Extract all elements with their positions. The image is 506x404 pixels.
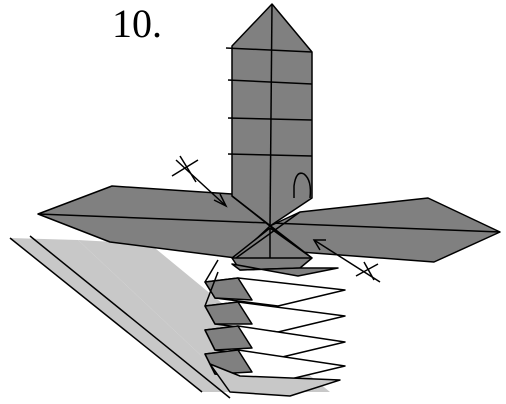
layer-flaps — [205, 260, 345, 396]
vertical-tower — [226, 4, 312, 226]
